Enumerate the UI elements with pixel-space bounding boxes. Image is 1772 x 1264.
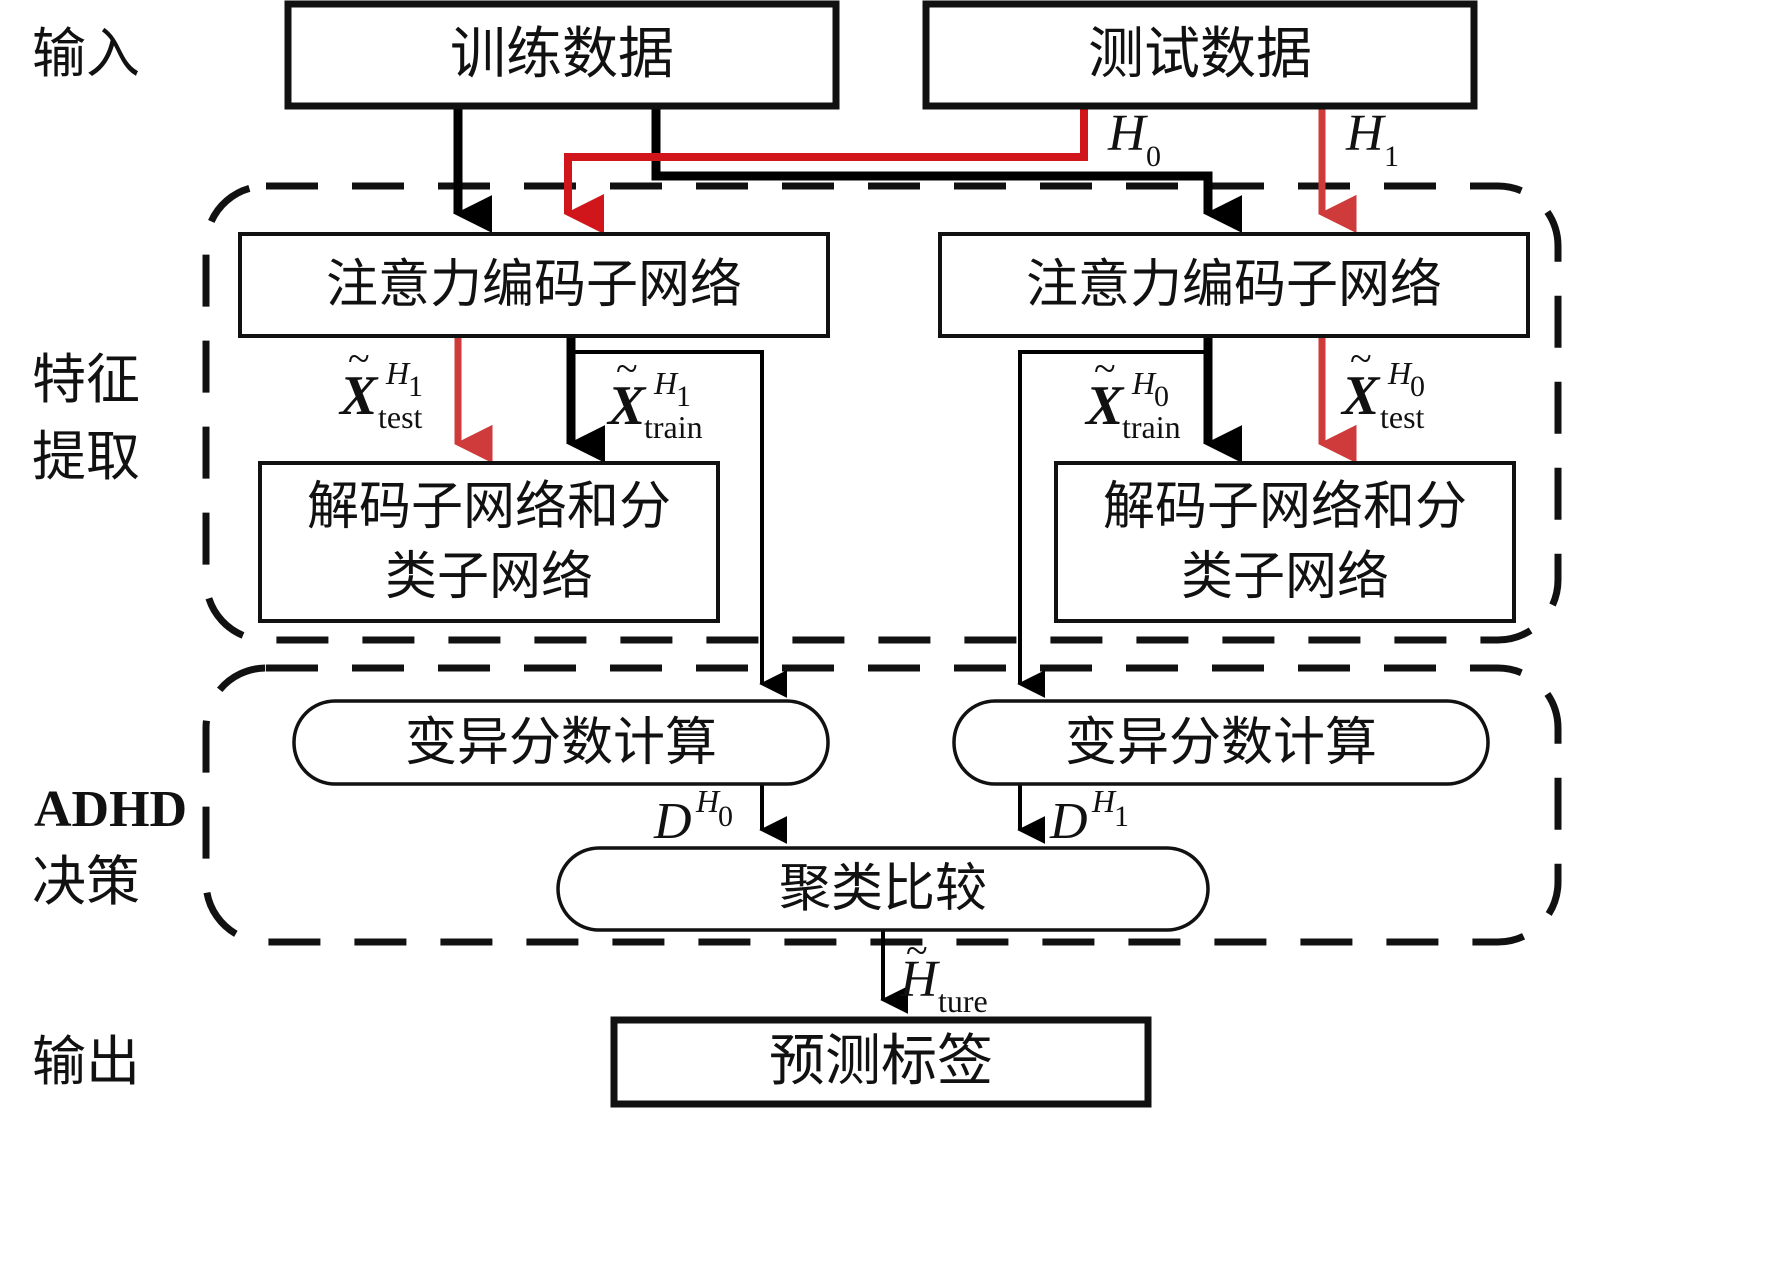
edge-encoder-left-to-variation-left bbox=[571, 350, 788, 698]
tilde-mark: ~ bbox=[348, 336, 370, 381]
edge-encoder-right-to-variation-right bbox=[1017, 350, 1208, 698]
d-base: D bbox=[653, 793, 692, 850]
node-decoder-left-label-line1: 解码子网络和分 bbox=[307, 477, 671, 537]
x-sup-sub: 0 bbox=[1410, 370, 1425, 403]
node-decoder-left-label-line2: 类子网络 bbox=[385, 547, 593, 607]
d-sup-sub: 1 bbox=[1114, 800, 1129, 833]
tilde-mark: ~ bbox=[1094, 346, 1116, 391]
x-base: X bbox=[338, 365, 379, 427]
edge-label-h0-base: H bbox=[1107, 105, 1148, 162]
stage-label-feature-line1: 特征 bbox=[32, 348, 140, 411]
x-sup-base: H bbox=[653, 365, 679, 401]
node-decoder-right-label-line1: 解码子网络和分 bbox=[1103, 477, 1467, 537]
edge-label-x-test-h1: ~ X H 1 test bbox=[338, 336, 423, 435]
node-encoder-right: 注意力编码子网络 bbox=[938, 232, 1530, 338]
x-sup-base: H bbox=[1131, 365, 1157, 401]
edge-label-h0: H 0 bbox=[1107, 105, 1161, 173]
stage-label-feature-line2: 提取 bbox=[32, 425, 140, 488]
node-variation-left-label: 变异分数计算 bbox=[405, 713, 717, 773]
edge-label-h1: H 1 bbox=[1345, 105, 1399, 173]
edge-label-x-train-h0: ~ X H 0 train bbox=[1084, 346, 1181, 445]
node-variation-right: 变异分数计算 bbox=[952, 699, 1490, 786]
node-encoder-left: 注意力编码子网络 bbox=[238, 232, 830, 338]
x-sup-base: H bbox=[385, 355, 411, 391]
edge-test-h0-to-encoder-left bbox=[564, 106, 1088, 234]
x-sub: train bbox=[644, 409, 703, 445]
feature-extraction-group bbox=[202, 182, 1562, 644]
edge-label-h1-base: H bbox=[1345, 105, 1386, 162]
x-sub: test bbox=[378, 399, 423, 435]
tilde-mark: ~ bbox=[1350, 336, 1372, 381]
d-base: D bbox=[1049, 793, 1088, 850]
edge-label-x-train-h1: ~ X H 1 train bbox=[606, 346, 703, 445]
node-train-data: 训练数据 bbox=[284, 0, 840, 110]
node-decoder-left: 解码子网络和分 类子网络 bbox=[258, 461, 720, 623]
node-variation-right-label: 变异分数计算 bbox=[1065, 713, 1377, 773]
x-sup-base: H bbox=[1387, 355, 1413, 391]
node-variation-left: 变异分数计算 bbox=[292, 699, 830, 786]
x-sup-sub: 0 bbox=[1154, 380, 1169, 413]
node-train-data-label: 训练数据 bbox=[450, 22, 674, 87]
node-decoder-right-label-line2: 类子网络 bbox=[1181, 547, 1389, 607]
x-sub: test bbox=[1380, 399, 1425, 435]
edge-label-h0-sub: 0 bbox=[1146, 140, 1161, 173]
node-predicted-label-text: 预测标签 bbox=[769, 1029, 993, 1094]
x-sup-sub: 1 bbox=[676, 380, 691, 413]
x-base: X bbox=[606, 375, 647, 437]
x-base: X bbox=[1340, 365, 1381, 427]
edge-label-d-h1: D H 1 bbox=[1049, 783, 1129, 850]
stage-label-decision-line2: 决策 bbox=[32, 850, 140, 913]
stage-label-decision-line1: ADHD bbox=[34, 781, 187, 838]
stage-label-output: 输出 bbox=[32, 1030, 140, 1093]
edge-label-x-test-h0: ~ X H 0 test bbox=[1340, 336, 1425, 435]
tilde-mark: ~ bbox=[906, 928, 928, 973]
node-cluster-compare: 聚类比较 bbox=[556, 846, 1210, 932]
node-decoder-right: 解码子网络和分 类子网络 bbox=[1054, 461, 1516, 623]
d-sup-base: H bbox=[695, 783, 721, 819]
h-base: H bbox=[899, 951, 940, 1008]
edge-train-to-encoder-right bbox=[651, 106, 1243, 233]
node-encoder-right-label: 注意力编码子网络 bbox=[1026, 255, 1442, 315]
h-sub: ture bbox=[938, 983, 988, 1019]
tilde-mark: ~ bbox=[616, 346, 638, 391]
stage-label-input: 输入 bbox=[32, 22, 140, 85]
node-test-data-label: 测试数据 bbox=[1088, 22, 1312, 87]
node-test-data: 测试数据 bbox=[922, 0, 1478, 110]
edge-label-h-ture: ~ H ture bbox=[899, 928, 988, 1019]
x-sub: train bbox=[1122, 409, 1181, 445]
edge-label-h1-sub: 1 bbox=[1384, 140, 1399, 173]
node-predicted-label: 预测标签 bbox=[610, 1016, 1152, 1108]
edge-label-d-h0: D H 0 bbox=[653, 783, 733, 850]
x-base: X bbox=[1084, 375, 1125, 437]
d-sup-sub: 0 bbox=[718, 800, 733, 833]
x-sup-sub: 1 bbox=[408, 370, 423, 403]
node-encoder-left-label: 注意力编码子网络 bbox=[326, 255, 742, 315]
node-cluster-compare-label: 聚类比较 bbox=[779, 859, 987, 919]
d-sup-base: H bbox=[1091, 783, 1117, 819]
